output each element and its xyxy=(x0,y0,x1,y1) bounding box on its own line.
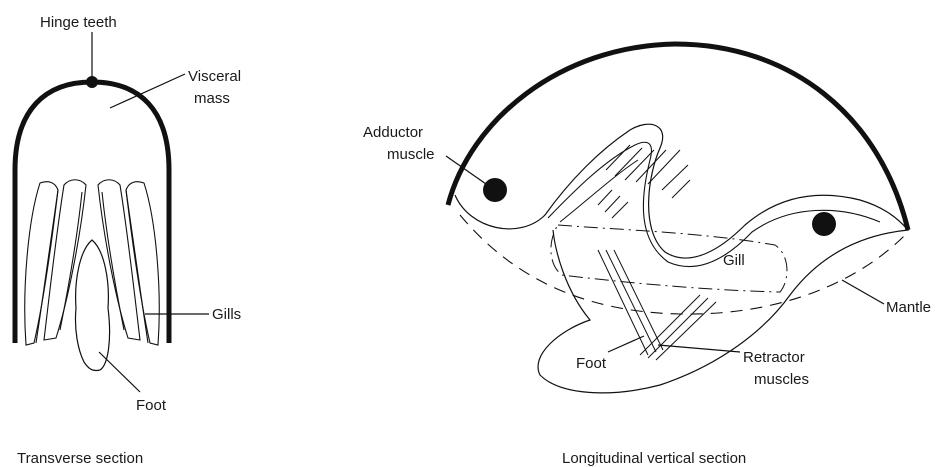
adductor-label-line2: muscle xyxy=(387,146,435,163)
adductor-label-line1: Adductor xyxy=(363,124,423,141)
hinge-teeth-label: Hinge teeth xyxy=(40,14,117,31)
longitudinal-foot-label: Foot xyxy=(576,355,607,372)
visceral-body xyxy=(455,124,908,393)
foot-leader-long xyxy=(608,336,644,352)
longitudinal-shell xyxy=(448,44,908,230)
anterior-adductor xyxy=(483,178,507,202)
retractor-label-line2: muscles xyxy=(754,371,809,388)
transverse-caption: Transverse section xyxy=(17,450,143,467)
mantle-outline xyxy=(460,215,908,314)
left-gills xyxy=(25,180,86,345)
transverse-shell xyxy=(15,82,169,343)
transverse-section xyxy=(15,32,209,392)
gonad-hatching xyxy=(606,145,690,198)
transverse-foot xyxy=(75,240,109,371)
longitudinal-caption: Longitudinal vertical section xyxy=(562,450,746,467)
posterior-adductor xyxy=(812,212,836,236)
gills-label: Gills xyxy=(212,306,241,323)
retractor-fibres xyxy=(598,250,716,360)
retractor-label-line1: Retractor xyxy=(743,349,805,366)
gill-boundary xyxy=(551,225,787,292)
right-gills xyxy=(98,180,159,345)
visceral-inner xyxy=(548,142,880,266)
longitudinal-section xyxy=(446,44,908,393)
transverse-foot-leader xyxy=(99,352,140,392)
transverse-foot-label: Foot xyxy=(136,397,167,414)
retractor-leader xyxy=(658,345,740,352)
visceral-label-line1: Visceral xyxy=(188,68,241,85)
visceral-label-line2: mass xyxy=(194,90,230,107)
mantle-leader xyxy=(842,280,884,304)
mantle-label: Mantle xyxy=(886,299,931,316)
visceral-hatching xyxy=(598,190,628,218)
gill-label: Gill xyxy=(723,252,745,269)
